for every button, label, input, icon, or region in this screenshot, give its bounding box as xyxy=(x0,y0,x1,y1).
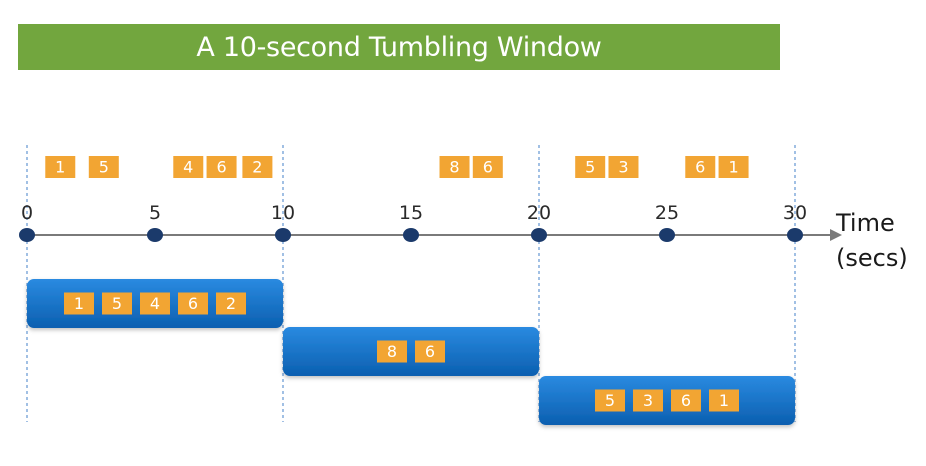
event-box-bg xyxy=(718,156,749,178)
tick-label: 20 xyxy=(527,202,551,224)
tick-dot xyxy=(19,228,35,242)
window-event-value: 6 xyxy=(681,391,691,410)
window-boundary-lines xyxy=(26,145,796,422)
window-event-box xyxy=(216,292,246,315)
event-box: 6 xyxy=(206,156,237,178)
event-box-bg xyxy=(439,156,470,178)
event-box: 1 xyxy=(718,156,749,178)
event-value: 6 xyxy=(216,158,226,177)
event-box: 4 xyxy=(173,156,204,178)
diagram-title: A 10-second Tumbling Window xyxy=(196,31,602,63)
window-bar-bg xyxy=(539,376,795,425)
window-event-box xyxy=(140,292,170,315)
event-box-bg xyxy=(608,156,639,178)
window-event-value: 2 xyxy=(226,294,236,313)
window-bar: 1 5 4 6 2 xyxy=(27,279,283,328)
event-value: 8 xyxy=(449,158,459,177)
event-value: 5 xyxy=(585,158,595,177)
window-event-value: 6 xyxy=(188,294,198,313)
window-bar-bg xyxy=(283,327,539,376)
window-event-value: 6 xyxy=(425,342,435,361)
window-event-value: 4 xyxy=(150,294,160,313)
tick-label: 10 xyxy=(271,202,295,224)
window-event-box xyxy=(633,389,663,412)
tick-label: 30 xyxy=(783,202,807,224)
event-value: 6 xyxy=(483,158,493,177)
tick-dot xyxy=(787,228,803,242)
tick-label: 25 xyxy=(655,202,679,224)
event-box: 5 xyxy=(88,156,119,178)
tick-label: 15 xyxy=(399,202,423,224)
window-event-value: 1 xyxy=(719,391,729,410)
axis-arrowhead xyxy=(830,229,842,241)
tick-dot xyxy=(659,228,675,242)
event-value: 1 xyxy=(55,158,65,177)
event-box: 6 xyxy=(472,156,503,178)
window-event-value: 3 xyxy=(643,391,653,410)
event-box: 1 xyxy=(45,156,76,178)
window-event-value: 5 xyxy=(112,294,122,313)
window-event-box xyxy=(178,292,208,315)
window-event-box xyxy=(595,389,625,412)
event-box-bg xyxy=(472,156,503,178)
window-event-value: 8 xyxy=(387,342,397,361)
title-banner: A 10-second Tumbling Window xyxy=(18,24,780,70)
event-value: 4 xyxy=(183,158,193,177)
window-event-box xyxy=(709,389,739,412)
event-box: 5 xyxy=(575,156,606,178)
window-event-box xyxy=(377,340,407,363)
tick-dot xyxy=(147,228,163,242)
tick-dot xyxy=(275,228,291,242)
window-event-box xyxy=(102,292,132,315)
window-event-box xyxy=(415,340,445,363)
tick-dot xyxy=(531,228,547,242)
event-value: 6 xyxy=(695,158,705,177)
event-box: 6 xyxy=(685,156,716,178)
event-value: 3 xyxy=(618,158,628,177)
event-box-bg xyxy=(575,156,606,178)
event-box: 3 xyxy=(608,156,639,178)
tick-label: 5 xyxy=(149,202,161,224)
axis-label-unit: (secs) xyxy=(836,244,908,272)
tick-dot xyxy=(403,228,419,242)
axis-label-time: Time xyxy=(835,209,895,237)
event-box-bg xyxy=(206,156,237,178)
event-value: 2 xyxy=(252,158,262,177)
window-event-box xyxy=(671,389,701,412)
window-event-value: 5 xyxy=(605,391,615,410)
event-box-bg xyxy=(88,156,119,178)
event-value: 1 xyxy=(728,158,738,177)
event-stream: 1 5 4 6 2 8 6 5 3 6 1 xyxy=(45,156,749,178)
event-value: 5 xyxy=(99,158,109,177)
window-bar: 5 3 6 1 xyxy=(539,376,795,425)
event-box-bg xyxy=(242,156,273,178)
event-box-bg xyxy=(45,156,76,178)
window-event-value: 1 xyxy=(74,294,84,313)
event-box: 2 xyxy=(242,156,273,178)
axis-ticks: 0 5 10 15 20 25 30 xyxy=(19,202,807,242)
tick-label: 0 xyxy=(21,202,33,224)
event-box-bg xyxy=(685,156,716,178)
window-event-box xyxy=(64,292,94,315)
event-box-bg xyxy=(173,156,204,178)
event-box: 8 xyxy=(439,156,470,178)
